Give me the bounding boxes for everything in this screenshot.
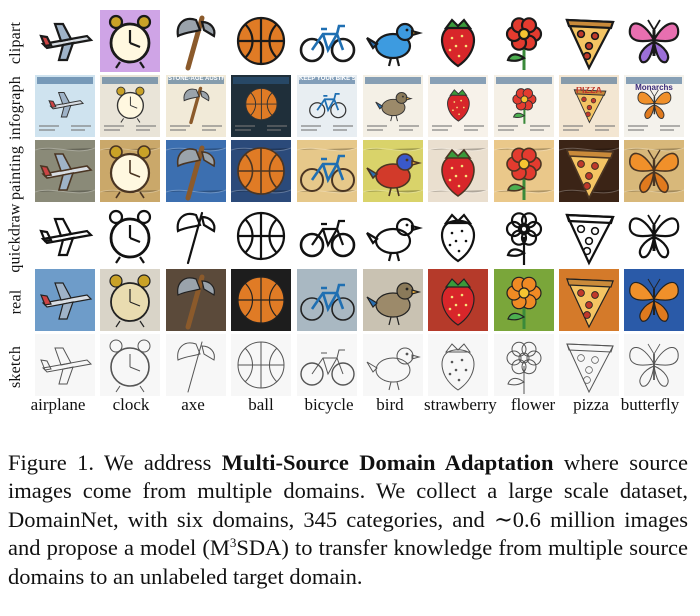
category-label-strawberry: strawberry (424, 395, 497, 414)
category-label-pizza: pizza (573, 395, 609, 414)
category-label-airplane: airplane (30, 395, 86, 414)
row-label-infograph: infograph (2, 75, 30, 141)
category-label-butterfly: butterfly (620, 395, 680, 414)
clipart-pizza-image (559, 10, 619, 72)
painting-bicycle-image (297, 140, 357, 202)
real-bird-image (363, 269, 423, 331)
sketch-flower-image (494, 334, 554, 396)
row-label-sketch: sketch (2, 334, 30, 400)
infograph-butterfly-heading: Monarchs (635, 84, 673, 91)
infograph-pizza-heading: PIZZA (576, 87, 602, 94)
category-label-flower: flower (510, 395, 556, 414)
infograph-clock-image (100, 75, 160, 137)
clipart-axe-image (166, 10, 226, 72)
category-label-bird: bird (376, 395, 404, 414)
row-label-text: infograph (7, 75, 25, 141)
quickdraw-pizza-image (559, 205, 619, 267)
sketch-bird-image (363, 334, 423, 396)
painting-bird-image (363, 140, 423, 202)
infograph-airplane-image (35, 75, 95, 137)
painting-butterfly-image (624, 140, 684, 202)
quickdraw-axe-image (166, 205, 226, 267)
row-label-text: quickdraw (7, 203, 24, 273)
category-label-clock: clock (112, 395, 150, 414)
category-label-axe: axe (181, 395, 205, 414)
sketch-clock-image (100, 334, 160, 396)
row-label-text: painting (7, 145, 25, 201)
clipart-flower-image (494, 10, 554, 72)
figure-caption: Figure 1. We address Multi-Source Domain… (8, 449, 688, 592)
caption-amount: 0.6 million images and propose a model (… (8, 506, 688, 561)
quickdraw-strawberry-image (428, 205, 488, 267)
real-axe-image (166, 269, 226, 331)
category-label-ball: ball (248, 395, 274, 414)
painting-airplane-image (35, 140, 95, 202)
row-label-painting: painting (2, 140, 30, 206)
infograph-ball-image (231, 75, 291, 137)
painting-pizza-image (559, 140, 619, 202)
sketch-bicycle-image (297, 334, 357, 396)
real-flower-image (494, 269, 554, 331)
sketch-ball-image (231, 334, 291, 396)
quickdraw-flower-image (494, 205, 554, 267)
row-label-real: real (2, 269, 30, 335)
infograph-pizza-image: PIZZA (559, 75, 619, 137)
quickdraw-airplane-image (35, 205, 95, 267)
quickdraw-clock-image (100, 205, 160, 267)
real-pizza-image (559, 269, 619, 331)
domainnet-figure: clipart infograph painting quickdraw real ske… (2, 10, 684, 414)
caption-suffix: SDA) to transfer knowledge from multiple… (8, 535, 689, 589)
row-label-text: clipart (7, 21, 24, 65)
infograph-axe-heading: STONE-AGE AUSTRALIANS (168, 76, 224, 82)
infograph-flower-image (494, 75, 554, 137)
caption-approx-symbol: ∼ (493, 506, 513, 532)
painting-clock-image (100, 140, 160, 202)
infograph-bicycle-heading: KEEP YOUR BIKE SAFE (299, 76, 355, 82)
sketch-strawberry-image (428, 334, 488, 396)
row-label-clipart: clipart (2, 10, 30, 76)
clipart-bicycle-image (297, 10, 357, 72)
infograph-axe-image: STONE-AGE AUSTRALIANS (166, 75, 226, 137)
infograph-butterfly-image: Monarchs (624, 75, 684, 137)
row-label-text: sketch (7, 345, 25, 389)
painting-axe-image (166, 140, 226, 202)
clipart-strawberry-image (428, 10, 488, 72)
real-ball-image (231, 269, 291, 331)
clipart-ball-image (231, 10, 291, 72)
painting-strawberry-image (428, 140, 488, 202)
infograph-bird-image (363, 75, 423, 137)
caption-prefix: Figure 1. We address (8, 449, 222, 475)
row-label-text: real (7, 289, 24, 315)
caption-bold-term: Multi-Source Domain Adaptation (221, 449, 554, 475)
clipart-bird-image (363, 10, 423, 72)
clipart-butterfly-image (624, 10, 684, 72)
painting-ball-image (231, 140, 291, 202)
real-airplane-image (35, 269, 95, 331)
real-clock-image (100, 269, 160, 331)
real-butterfly-image (624, 269, 684, 331)
category-label-bicycle: bicycle (304, 395, 354, 414)
quickdraw-bicycle-image (297, 205, 357, 267)
infograph-strawberry-image (428, 75, 488, 137)
row-label-quickdraw: quickdraw (2, 203, 30, 273)
quickdraw-bird-image (363, 205, 423, 267)
quickdraw-ball-image (231, 205, 291, 267)
sketch-pizza-image (559, 334, 619, 396)
clipart-airplane-image (35, 10, 95, 72)
infograph-bicycle-image: KEEP YOUR BIKE SAFE (297, 75, 357, 137)
caption-superscript: 3 (229, 535, 237, 551)
painting-flower-image (494, 140, 554, 202)
sketch-airplane-image (35, 334, 95, 396)
clipart-clock-image (100, 10, 160, 72)
real-strawberry-image (428, 269, 488, 331)
caption-middle: where source images come from multiple d… (8, 449, 689, 532)
sketch-butterfly-image (624, 334, 684, 396)
sketch-axe-image (166, 334, 226, 396)
quickdraw-butterfly-image (624, 205, 684, 267)
real-bicycle-image (297, 269, 357, 331)
